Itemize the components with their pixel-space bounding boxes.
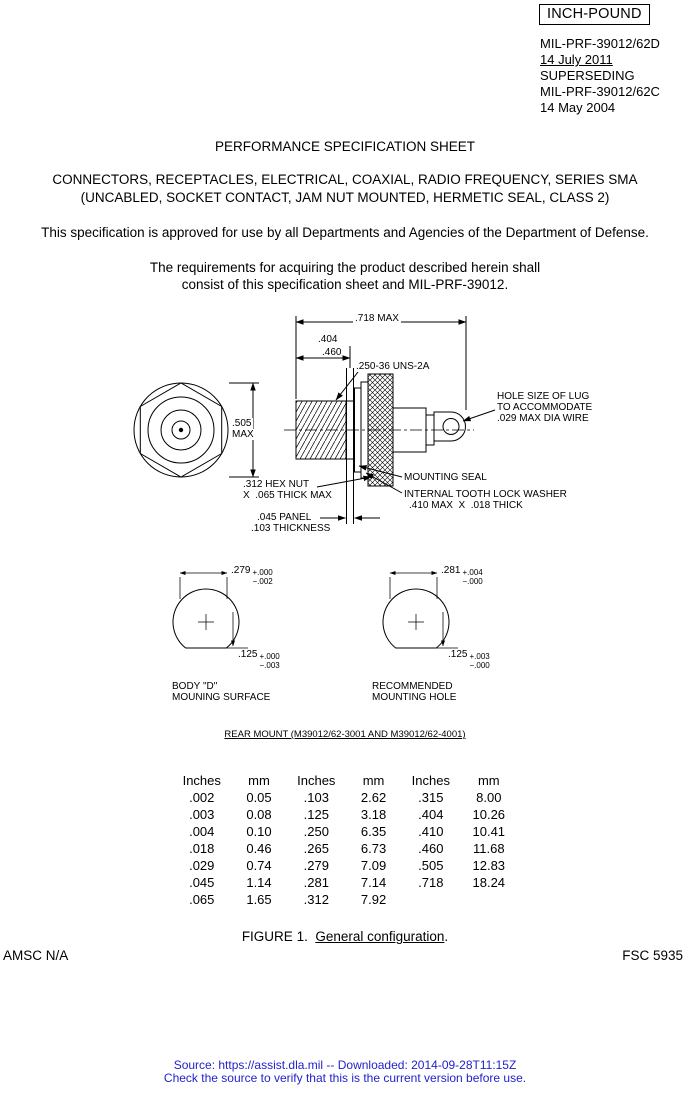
figure-caption-title: General configuration [315, 929, 445, 944]
col-header-mm: mm [477, 773, 500, 788]
mounting-seal-callout: MOUNTING SEAL [404, 472, 487, 483]
mounting-hole-width-dim: .281+.004−.000 [441, 565, 483, 586]
lug-note-line-1: HOLE SIZE OF LUG [497, 391, 590, 402]
mounting-hole-caption-1: RECOMMENDED [372, 681, 453, 692]
col-header-inches: Inches [182, 773, 221, 788]
subject-line-1: CONNECTORS, RECEPTACLES, ELECTRICAL, COA… [52, 172, 638, 187]
panel-callout-1: .045 PANEL [257, 512, 312, 523]
dim-value: .125 [448, 649, 468, 660]
superseded-number: MIL-PRF-39012/62C [540, 84, 660, 99]
subject-line-2: (UNCABLED, SOCKET CONTACT, JAM NUT MOUNT… [80, 190, 610, 205]
source-note-line-1: Source: https://assist.dla.mil -- Downlo… [173, 1058, 517, 1072]
hex-nut-callout-1: .312 HEX NUT [243, 479, 310, 490]
superseding-label: SUPERSEDING [540, 68, 635, 83]
lug-note-line-3: .029 MAX DIA WIRE [497, 413, 589, 424]
rear-mount-note: REAR MOUNT (M39012/62-3001 AND M39012/62… [224, 729, 466, 740]
dim-diameter: .505 [230, 418, 254, 429]
body-d-shape [172, 570, 248, 649]
connector-drawing [133, 316, 496, 524]
thread-callout: .250-36 UNS-2A [356, 361, 430, 372]
panel-callout-2: .103 THICKNESS [251, 523, 331, 534]
connector-front-view [133, 382, 229, 478]
detail-views-drawing [172, 570, 458, 649]
dim-value: .279 [231, 565, 251, 576]
body-d-width-dim: .279+.000−.002 [231, 565, 273, 586]
lock-washer-callout-2: .410 MAX X .018 THICK [409, 500, 523, 511]
col-header-inches: Inches [411, 773, 450, 788]
requirements-line-1: The requirements for acquiring the produ… [149, 260, 541, 275]
body-d-flat-dim: .125+.000−.003 [238, 649, 280, 670]
dim-length-max: .460 [322, 347, 342, 358]
mounting-hole-flat-dim: .125+.003−.000 [448, 649, 490, 670]
dim-overall-length: .718 MAX [353, 313, 401, 324]
fsc-number: FSC 5935 [622, 948, 683, 963]
source-note-line-2: Check the source to verify that this is … [163, 1071, 527, 1085]
dim-length-min: .404 [318, 334, 338, 345]
col-header-mm: mm [362, 773, 385, 788]
connector-side-view [284, 368, 474, 524]
amsc-number: AMSC N/A [3, 948, 69, 963]
table-header-row: Inches mm Inches mm Inches mm [173, 772, 518, 789]
dim-value: .281 [441, 565, 461, 576]
body-d-caption-1: BODY "D" [172, 681, 218, 692]
lug-hole [442, 418, 460, 435]
mounting-hole-caption-2: MOUNTING HOLE [372, 692, 457, 703]
approval-statement: This specification is approved for use b… [41, 225, 649, 240]
hex-nut-callout-2: X .065 THICK MAX [243, 490, 332, 501]
lug-note-line-2: TO ACCOMMODATE [497, 402, 593, 413]
doc-date: 14 July 2011 [540, 52, 613, 67]
tolerance-stack: +.000−.002 [252, 568, 273, 586]
doc-number: MIL-PRF-39012/62D [540, 36, 660, 51]
col-header-inches: Inches [297, 773, 336, 788]
body-d-caption-2: MOUNING SURFACE [172, 692, 271, 703]
mounting-hole-shape [382, 570, 458, 649]
requirements-line-2: consist of this specification sheet and … [181, 277, 509, 292]
tolerance-stack: +.003−.000 [469, 652, 490, 670]
dim-value: .125 [238, 649, 258, 660]
lock-washer-callout-1: INTERNAL TOOTH LOCK WASHER [404, 489, 567, 500]
tolerance-stack: +.000−.003 [259, 652, 280, 670]
tolerance-stack: +.004−.000 [462, 568, 483, 586]
superseded-date: 14 May 2004 [540, 100, 616, 115]
page-title: PERFORMANCE SPECIFICATION SHEET [214, 139, 476, 154]
figure-caption: FIGURE 1. General configuration. [241, 929, 449, 944]
inch-pound-stamp: INCH-POUND [539, 4, 650, 25]
col-header-mm: mm [248, 773, 270, 788]
dim-diameter-max: MAX [230, 429, 256, 440]
